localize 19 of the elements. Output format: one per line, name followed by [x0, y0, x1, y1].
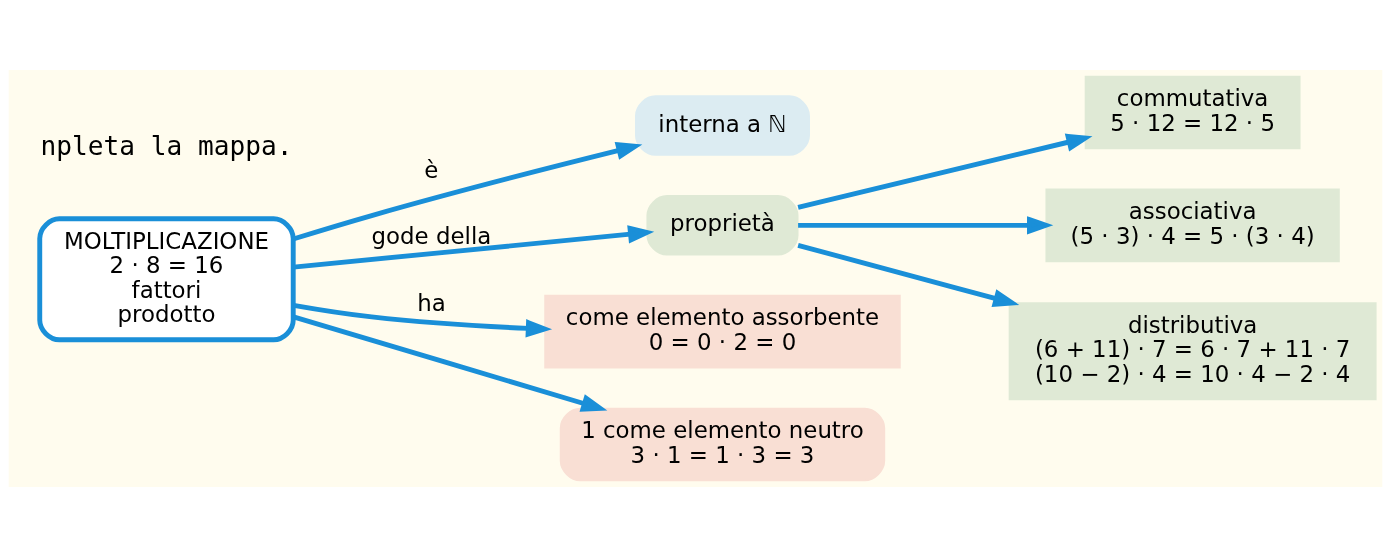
- label: npleta la mappa.: [40, 130, 293, 161]
- arrow: [797, 133, 1093, 210]
- node-box: commutativa 5 · 12 = 12 · 5: [1084, 75, 1301, 149]
- node-box: distributiva (6 + 11) · 7 = 6 · 7 + 11 · 7 (10 − 2) · 4 = 10 · 4 − 2 · 4: [1008, 301, 1377, 400]
- arrow: [292, 313, 608, 412]
- edge-label: è: [424, 156, 439, 183]
- node-box: 1 come elemento neutro 3 · 1 = 1 · 3 = 3: [559, 407, 886, 481]
- node-box: proprietà: [646, 194, 799, 256]
- edge-label: ha: [417, 289, 446, 316]
- arrow: [797, 242, 1020, 307]
- arrow: [798, 215, 1054, 235]
- arrow: [293, 302, 553, 337]
- node-box: associativa (5 · 3) · 4 = 5 · (3 · 4): [1045, 188, 1340, 262]
- node-box: interna a ℕ: [635, 94, 810, 156]
- node-box: come elemento assorbente 0 = 0 · 2 = 0: [544, 294, 901, 368]
- node-box: MOLTIPLICAZIONE 2 · 8 = 16 fattori prodotto: [37, 215, 296, 342]
- arrow: [293, 224, 655, 269]
- arrow: [292, 141, 643, 241]
- edge-label: gode della: [371, 222, 492, 249]
